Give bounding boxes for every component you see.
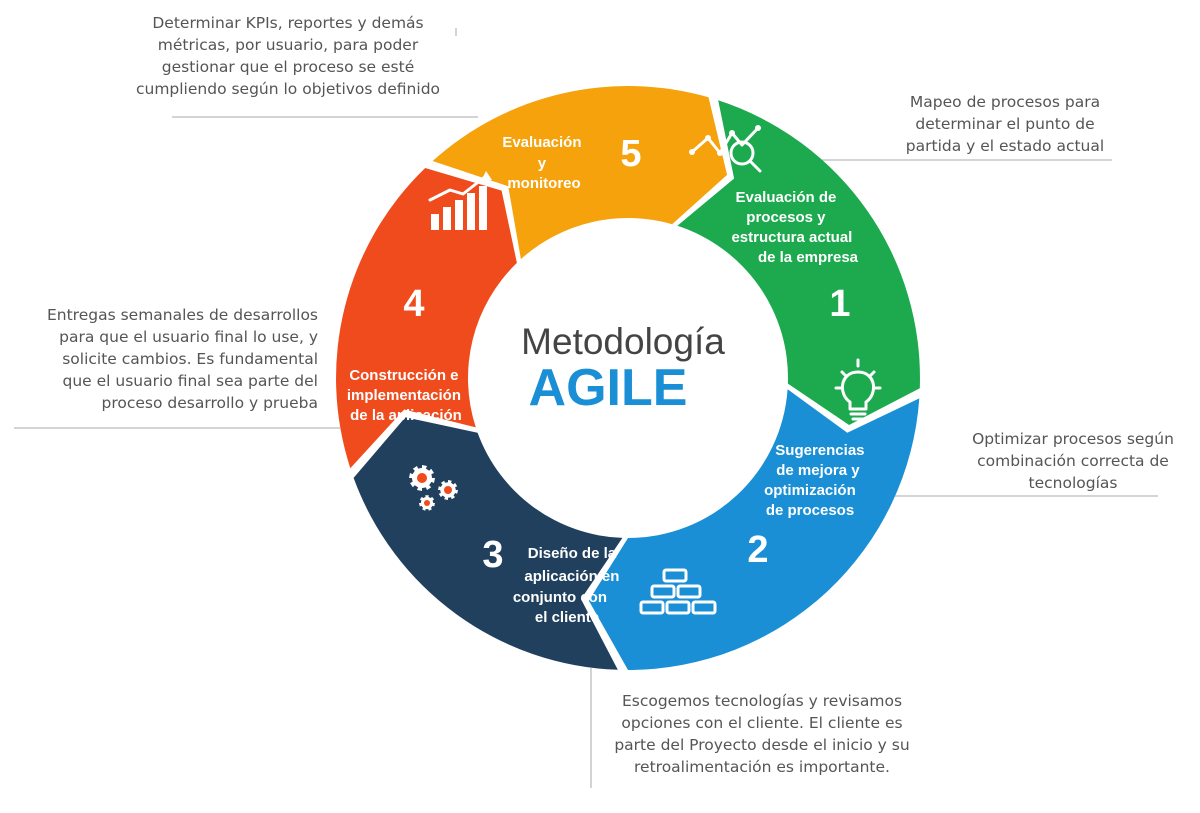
note-sugerencias: Optimizar procesos según combinación cor…	[972, 430, 1174, 492]
gear-hole	[444, 486, 452, 494]
segment-1-title: Evaluación de procesos y estructura actu…	[731, 189, 858, 266]
segment-1-number: 1	[829, 283, 850, 325]
segment-5-title: Evaluación y monitoreo	[502, 134, 585, 192]
center-title-agile: AGILE	[529, 359, 688, 417]
segment-3-number: 3	[482, 534, 503, 576]
segment-4-number: 4	[403, 283, 424, 325]
note-construccion: Entregas semanales de desarrollos para q…	[46, 306, 318, 412]
lightbulb-icon	[834, 358, 882, 421]
gears-icon	[409, 465, 458, 511]
segment-3-title: Diseño de la aplicación en conjunto con …	[513, 545, 624, 626]
center-title-line1: Metodología	[521, 321, 725, 362]
segment-4-shape	[336, 168, 517, 469]
segment-5-shape	[432, 85, 728, 260]
segment-2-number: 2	[747, 529, 768, 571]
segment-4-title: Construcción e implementación de la apli…	[347, 367, 465, 424]
bricks-icon	[639, 568, 717, 615]
segment-2-title: Sugerencias de mejora y optimización de …	[764, 442, 869, 519]
bar-chart-growth-icon	[428, 171, 492, 230]
note-evaluacion-monitoreo: Determinar KPIs, reportes y demás métric…	[135, 14, 441, 98]
segment-5-number: 5	[620, 133, 641, 175]
note-diseno: Escogemos tecnologías y revisamos opcion…	[614, 692, 910, 776]
segment-2-shape	[588, 389, 920, 670]
analytics-magnifier-icon	[689, 125, 762, 173]
gear-hole	[424, 500, 430, 506]
gear-hole	[417, 473, 427, 483]
note-evaluacion-procesos: Mapeo de procesos para determinar el pun…	[905, 93, 1105, 155]
segment-1-shape	[677, 100, 920, 426]
